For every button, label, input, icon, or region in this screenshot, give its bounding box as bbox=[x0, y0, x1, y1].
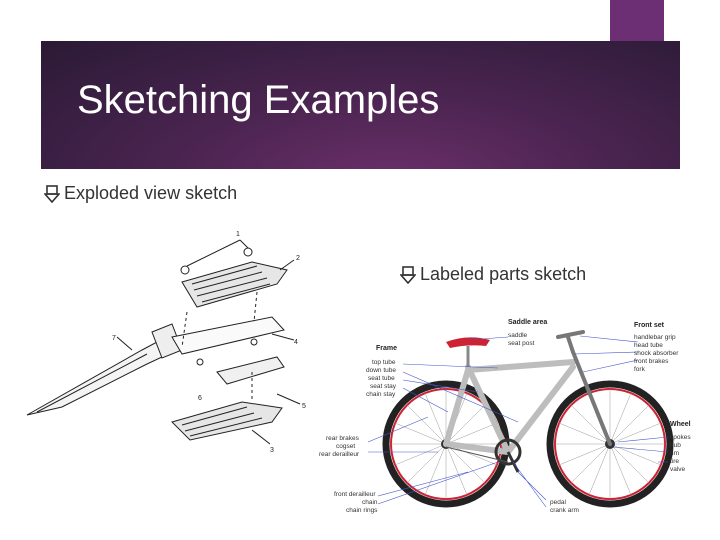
svg-text:chain stay: chain stay bbox=[366, 391, 396, 398]
svg-text:rim: rim bbox=[670, 450, 679, 457]
bullet-exploded-view: Exploded view sketch bbox=[44, 183, 237, 204]
title-band bbox=[41, 41, 680, 169]
svg-text:pedal: pedal bbox=[550, 499, 566, 506]
svg-text:chain rings: chain rings bbox=[346, 507, 378, 514]
bullet-arrow-icon bbox=[400, 265, 416, 284]
saddle-area-labels: Saddle area saddle seat post bbox=[508, 319, 547, 347]
part-number-2: 2 bbox=[296, 255, 300, 262]
part-number-3: 3 bbox=[270, 447, 274, 454]
part-number-7: 7 bbox=[112, 335, 116, 342]
bullet-labeled-parts: Labeled parts sketch bbox=[400, 264, 586, 285]
part-number-4: 4 bbox=[294, 339, 298, 346]
svg-text:front brakes: front brakes bbox=[634, 358, 669, 365]
svg-text:cogset: cogset bbox=[336, 443, 355, 450]
front-drivetrain-labels: front derailleur chain chain rings bbox=[334, 491, 378, 514]
svg-text:shock absorber: shock absorber bbox=[634, 350, 679, 357]
svg-text:spokes: spokes bbox=[670, 434, 691, 441]
bike-frame bbox=[443, 359, 576, 455]
svg-text:seat post: seat post bbox=[508, 340, 535, 347]
svg-text:seat tube: seat tube bbox=[368, 375, 395, 382]
part-number-5: 5 bbox=[302, 403, 306, 410]
svg-text:saddle: saddle bbox=[508, 332, 528, 339]
svg-text:seat stay: seat stay bbox=[370, 383, 397, 390]
saddle bbox=[446, 337, 490, 348]
svg-text:fork: fork bbox=[634, 366, 646, 373]
svg-text:crank arm: crank arm bbox=[550, 507, 579, 514]
crank-labels: pedal crank arm bbox=[550, 499, 579, 514]
svg-text:rear derailleur: rear derailleur bbox=[319, 451, 360, 458]
svg-text:hub: hub bbox=[670, 442, 681, 449]
wheel-title: Wheel bbox=[670, 421, 691, 428]
saddle-area-title: Saddle area bbox=[508, 319, 547, 326]
frame-labels: Frame top tube down tube seat tube seat … bbox=[366, 345, 397, 398]
part-number-6: 6 bbox=[198, 395, 202, 402]
svg-text:chain: chain bbox=[362, 499, 378, 506]
frame-title: Frame bbox=[376, 345, 397, 352]
svg-text:top tube: top tube bbox=[372, 359, 396, 366]
svg-text:down tube: down tube bbox=[366, 367, 396, 374]
bullet-text: Labeled parts sketch bbox=[420, 264, 587, 284]
svg-text:head tube: head tube bbox=[634, 342, 663, 349]
svg-text:rear brakes: rear brakes bbox=[326, 435, 360, 442]
front-set-labels: Front set handlebar grip head tube shock… bbox=[634, 322, 679, 373]
svg-text:front derailleur: front derailleur bbox=[334, 491, 376, 498]
wheel-labels: Wheel spokes hub rim tire valve bbox=[670, 421, 691, 473]
slide-title: Sketching Examples bbox=[77, 78, 440, 122]
front-set-title: Front set bbox=[634, 322, 665, 329]
rear-drivetrain-labels: rear brakes cogset rear derailleur bbox=[319, 435, 360, 458]
labeled-bicycle-sketch: Saddle area saddle seat post Front set h… bbox=[319, 319, 691, 514]
part-number-1: 1 bbox=[236, 231, 240, 238]
svg-text:tire: tire bbox=[670, 458, 679, 465]
exploded-view-knife-sketch: 1 2 3 4 5 6 7 bbox=[26, 231, 306, 454]
bullet-text: Exploded view sketch bbox=[64, 183, 238, 203]
svg-text:valve: valve bbox=[670, 466, 686, 473]
svg-text:handlebar grip: handlebar grip bbox=[634, 334, 676, 341]
bullet-arrow-icon bbox=[44, 184, 60, 203]
